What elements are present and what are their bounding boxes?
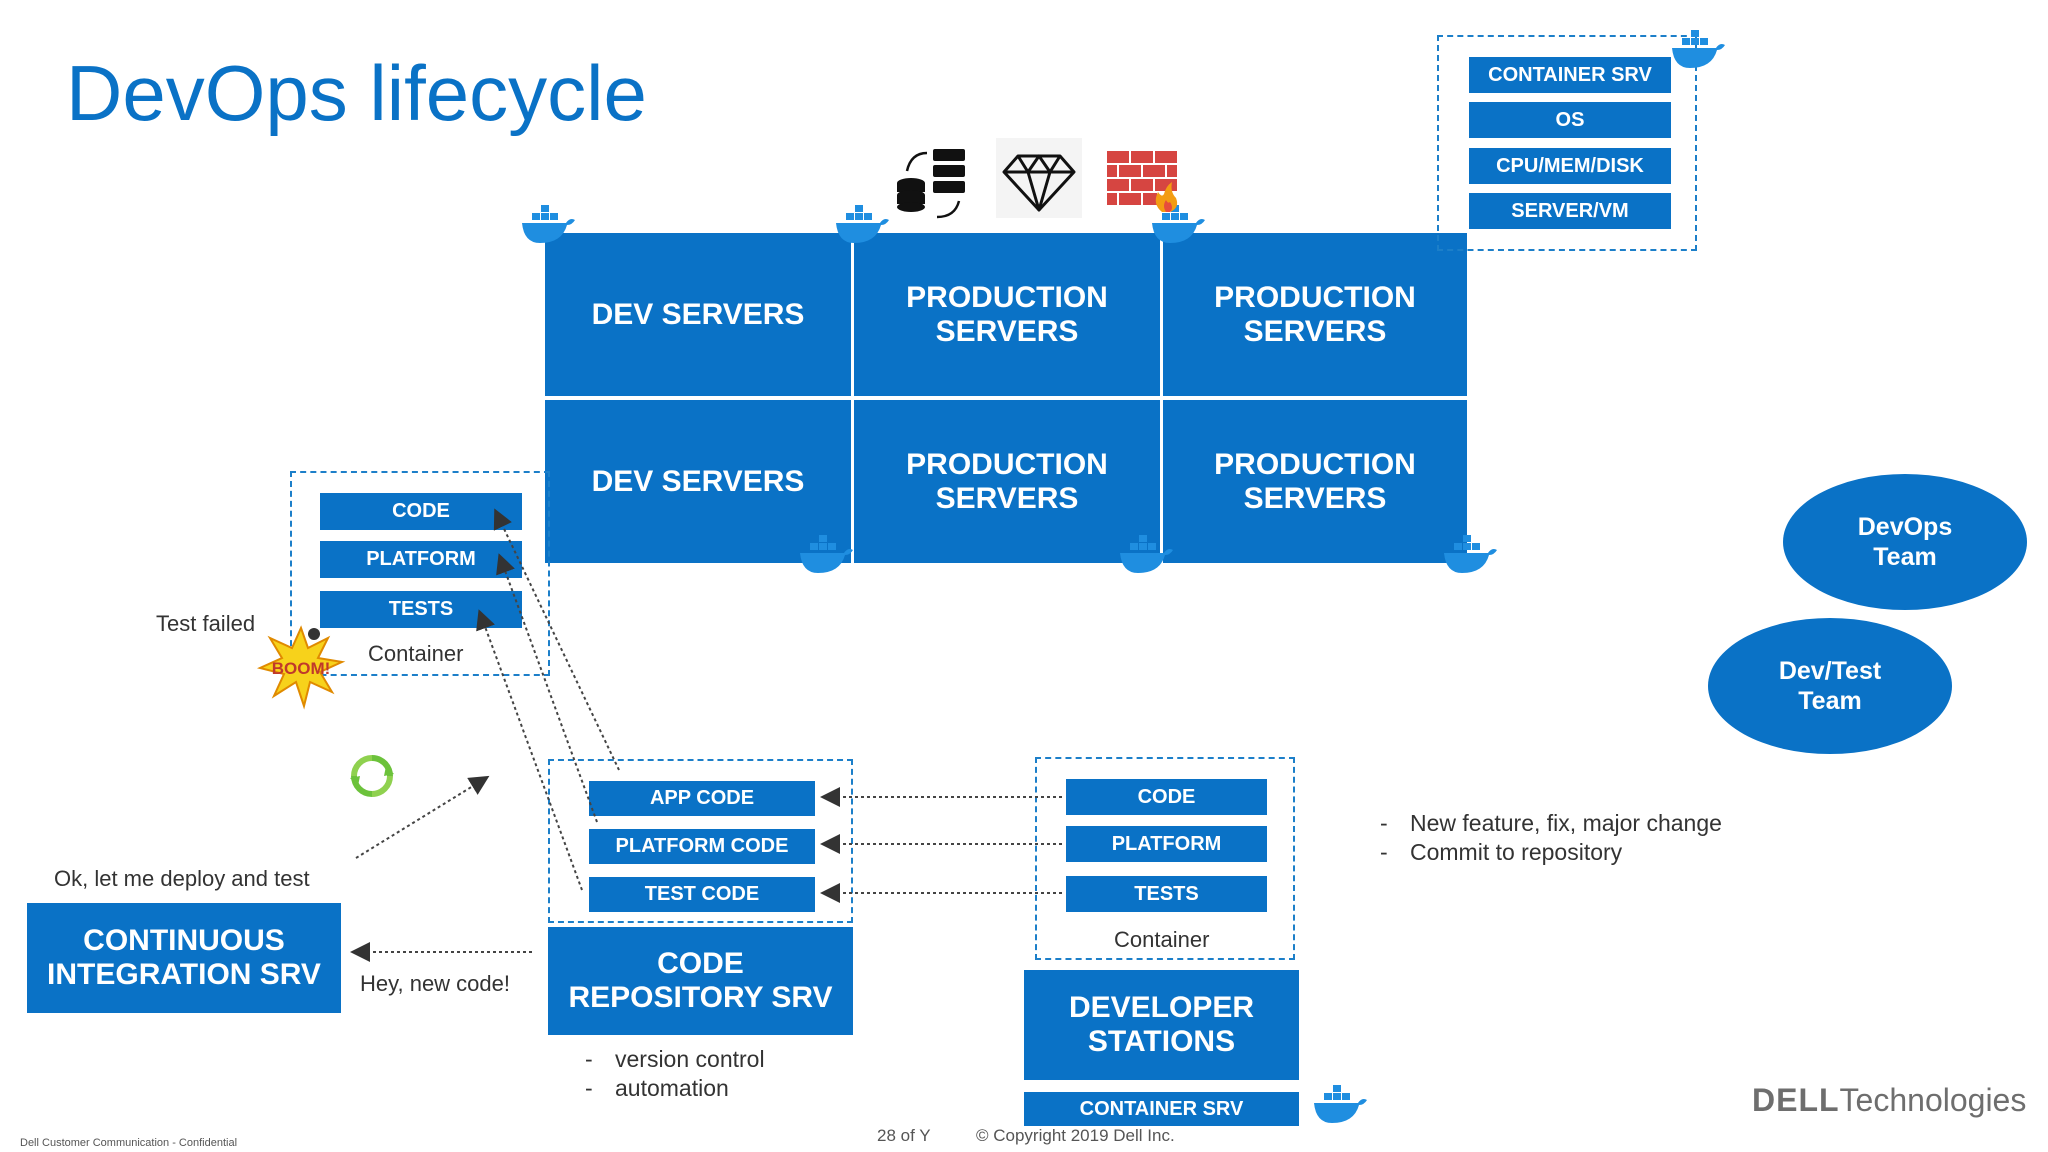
container-platform: PLATFORM: [320, 541, 522, 578]
code-repository-server: CODE REPOSITORY SRV: [548, 927, 853, 1035]
page-title: DevOps lifecycle: [66, 49, 647, 137]
grid-cell-dev-servers-2: DEV SERVERS: [545, 400, 851, 563]
docker-whale-icon: [1444, 535, 1497, 573]
ci-server: CONTINUOUS INTEGRATION SRV: [27, 903, 341, 1013]
infrastructure-stack: [1437, 35, 1697, 251]
repo-test-code: TEST CODE: [589, 877, 815, 912]
grid-cell-prod-servers-2: PRODUCTION SERVERS: [1163, 233, 1467, 396]
firewall-icon: [1105, 149, 1179, 212]
dev-container-code: CODE: [1066, 779, 1267, 815]
arrow-ci-to-deploy: [355, 775, 490, 859]
dev-test-team: Dev/Test Team: [1708, 618, 1952, 754]
dev-container-tests: TESTS: [1066, 876, 1267, 912]
docker-whale-icon: [800, 535, 853, 573]
note-1: -New feature, fix, major change: [1380, 810, 1722, 836]
repo-app-code: APP CODE: [589, 781, 815, 816]
dev-container-platform: PLATFORM: [1066, 826, 1267, 862]
database-sync-icon: [897, 149, 965, 219]
footer-copyright: © Copyright 2019 Dell Inc.: [976, 1126, 1175, 1145]
devops-team: DevOps Team: [1783, 474, 2027, 610]
boom-text: BOOM!: [272, 659, 331, 678]
test-container: [290, 471, 550, 676]
dell-technologies-logo: DELLTechnologies: [1752, 1082, 2026, 1119]
note-2: -Commit to repository: [1380, 839, 1623, 865]
grid-cell-prod-servers-1: PRODUCTION SERVERS: [854, 233, 1160, 396]
stack-container-srv: CONTAINER SRV: [1469, 57, 1671, 93]
grid-cell-dev-servers-1: DEV SERVERS: [545, 233, 851, 396]
boom-icon: BOOM!: [256, 625, 346, 710]
ci-message: Hey, new code!: [360, 971, 511, 996]
repo-platform-code: PLATFORM CODE: [589, 829, 815, 864]
docker-whale-icon: [1120, 535, 1173, 573]
server-grid: DEV SERVERS PRODUCTION SERVERS PRODUCTIO…: [545, 233, 1467, 563]
ci-caption: Ok, let me deploy and test: [54, 866, 310, 891]
grid-cell-prod-servers-3: PRODUCTION SERVERS: [854, 400, 1160, 563]
footer-page: 28 of Y: [877, 1126, 931, 1145]
developer-container: [1035, 757, 1295, 960]
docker-whale-icon: [522, 205, 575, 243]
developer-container-srv: CONTAINER SRV: [1024, 1092, 1299, 1126]
docker-whale-icon: [1314, 1085, 1367, 1123]
arrow-platform-code-to-platform: [496, 553, 598, 823]
grid-cell-prod-servers-4: PRODUCTION SERVERS: [1163, 400, 1467, 563]
developer-stations: DEVELOPER STATIONS: [1024, 970, 1299, 1080]
refresh-cycle-icon: [350, 755, 394, 797]
docker-whale-icon: [836, 205, 889, 243]
stack-os: OS: [1469, 102, 1671, 138]
arrow-test-code-to-tests: [476, 609, 583, 891]
docker-whale-icon: [1672, 30, 1725, 68]
footer-confidential: Dell Customer Communication - Confidenti…: [20, 1137, 238, 1149]
dev-container-label: Container: [1114, 927, 1210, 952]
repo-bullets: -version control -automation: [585, 1045, 765, 1103]
stack-cpu-mem-disk: CPU/MEM/DISK: [1469, 148, 1671, 184]
stack-server-vm: SERVER/VM: [1469, 193, 1671, 229]
commit-notes: -New feature, fix, major change -Commit …: [1380, 809, 1722, 867]
repo-bullet-1: -version control: [585, 1046, 765, 1072]
repo-bullet-2: -automation: [585, 1075, 729, 1101]
test-failed-label: Test failed: [156, 611, 256, 636]
logo-technologies: Technologies: [1839, 1082, 2027, 1118]
logo-dell: DELL: [1752, 1082, 1840, 1118]
arrow-app-code-to-code: [493, 508, 620, 771]
diamond-icon: [996, 138, 1082, 218]
container-code: CODE: [320, 493, 522, 530]
container-label: Container: [368, 641, 464, 666]
repo-container: [548, 759, 853, 923]
